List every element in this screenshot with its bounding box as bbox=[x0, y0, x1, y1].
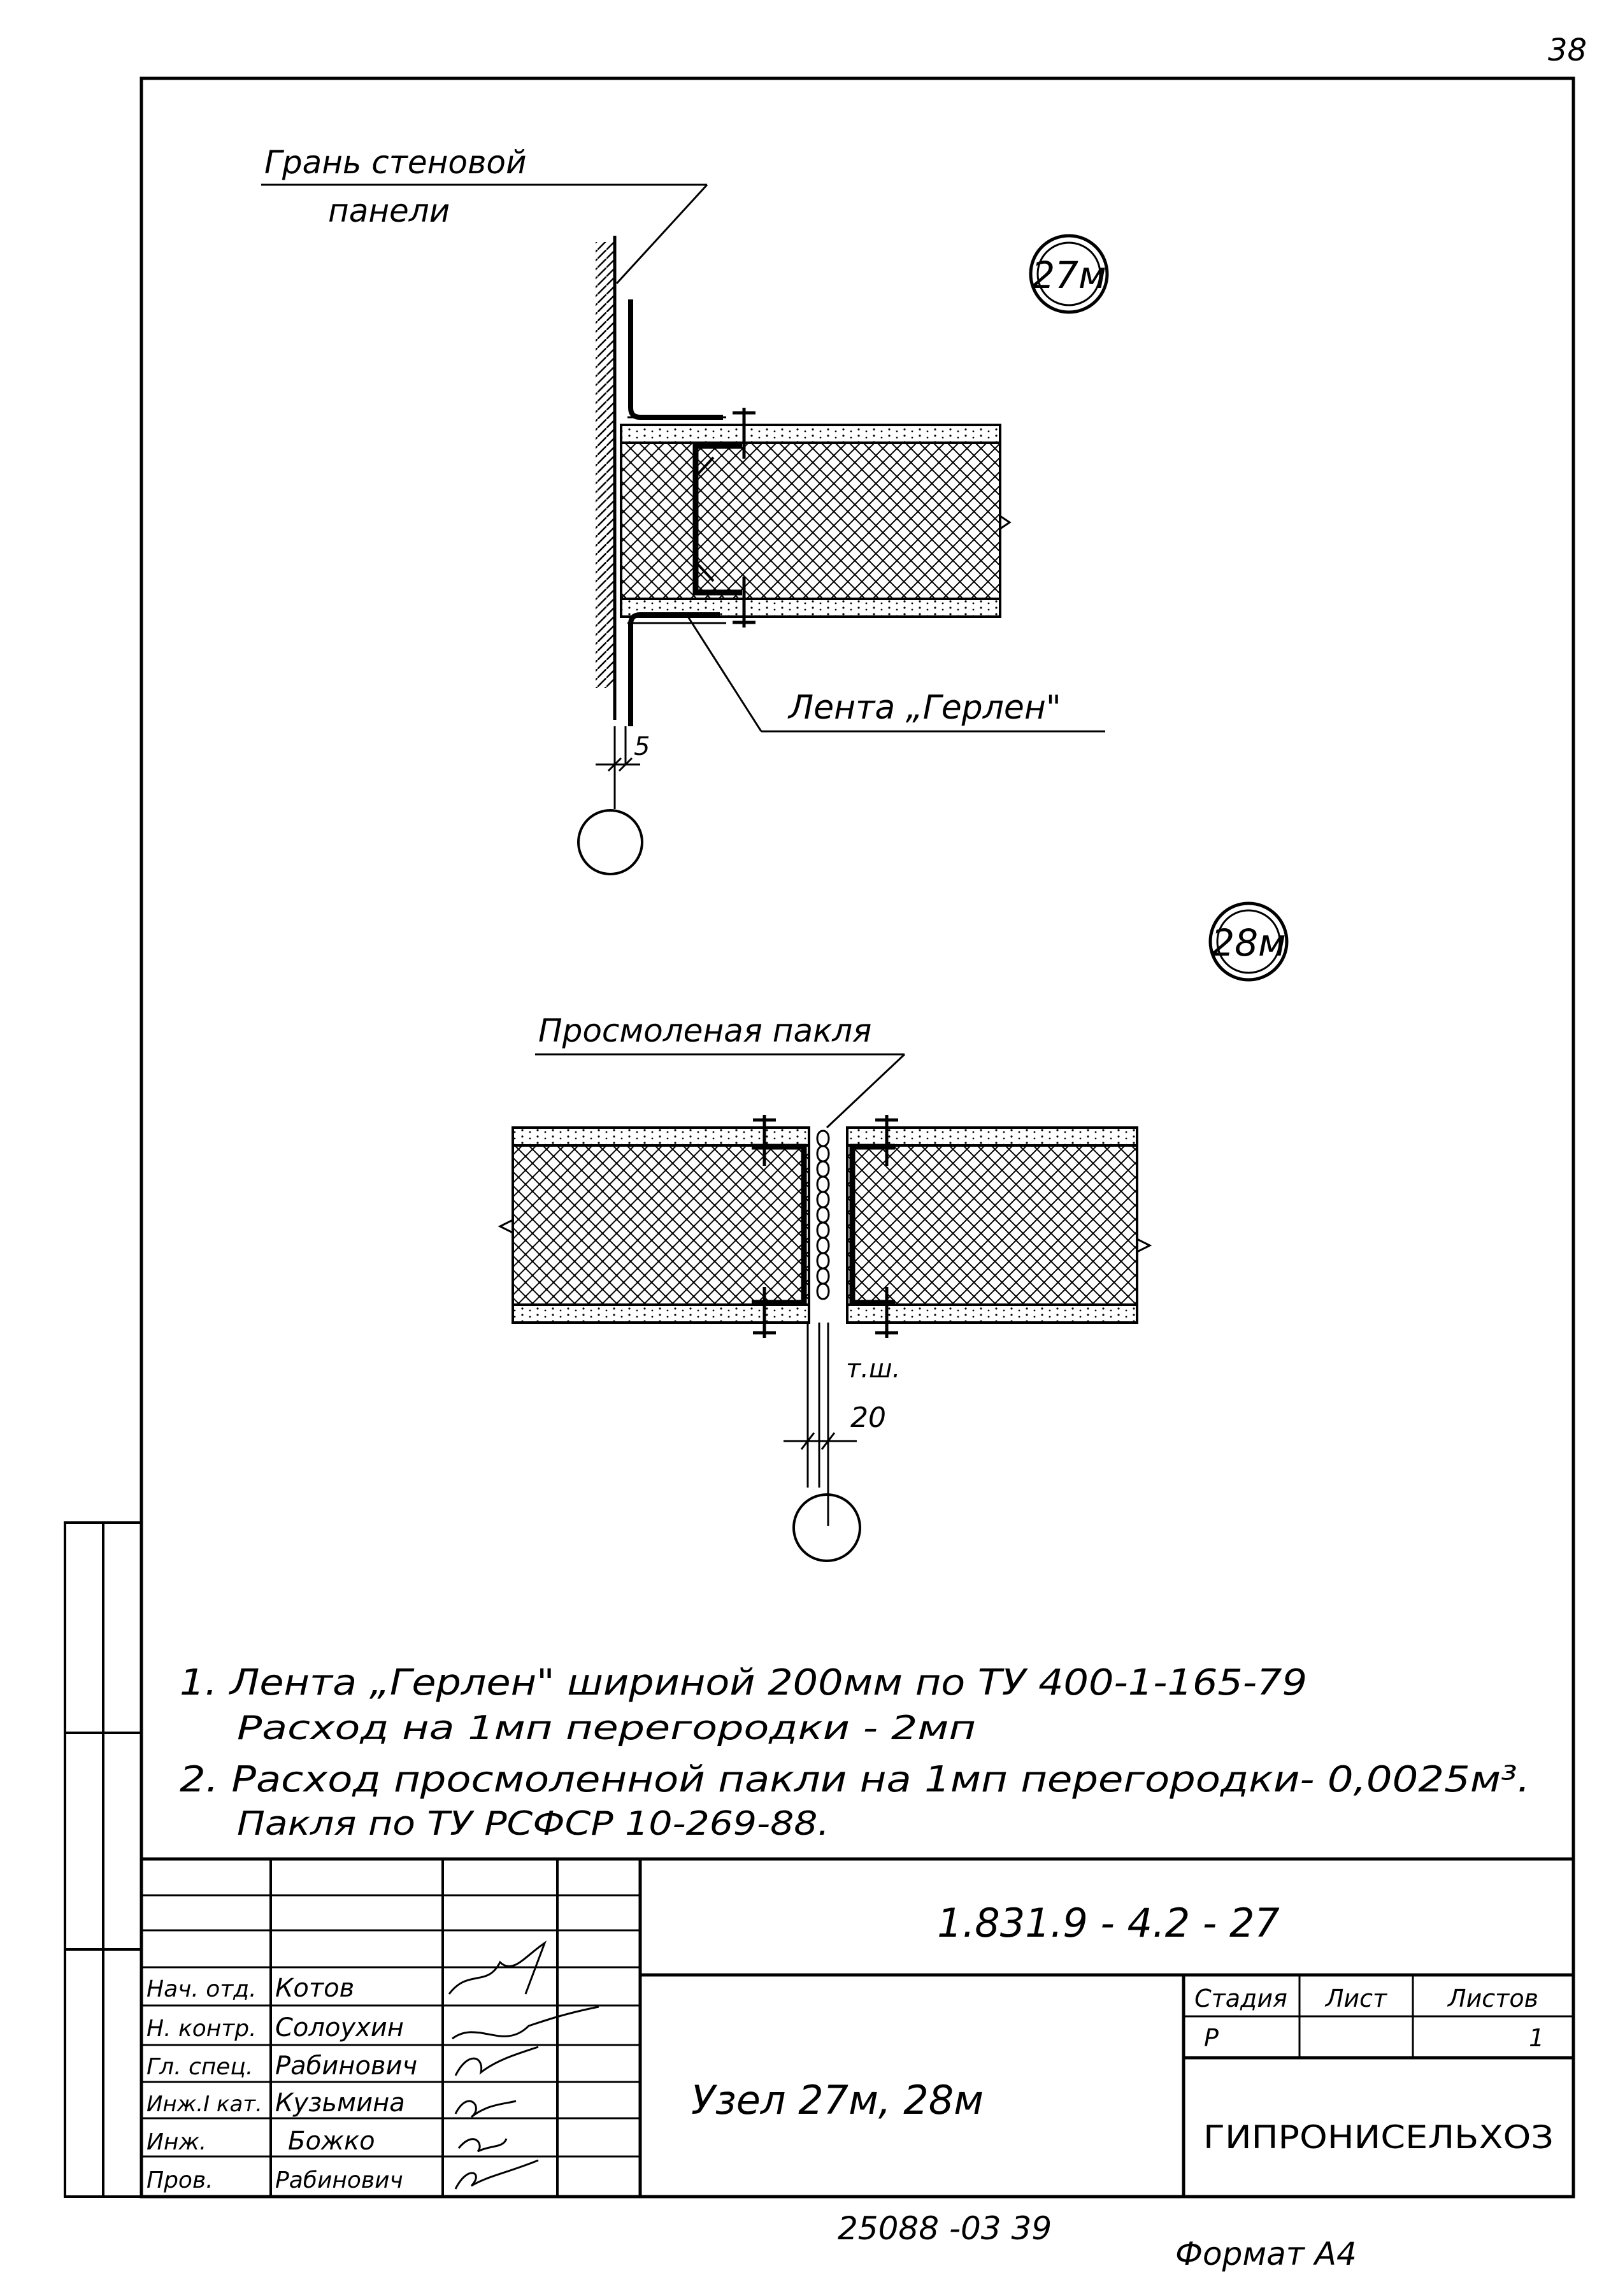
format-label: Формат А4 bbox=[1175, 2235, 1357, 2272]
marker-27m: 27м bbox=[1029, 234, 1109, 314]
screws bbox=[733, 408, 755, 628]
role-6: Пров. bbox=[147, 2167, 213, 2193]
name-4: Кузьмина bbox=[275, 2088, 405, 2118]
role-1: Нач. отд. bbox=[147, 1976, 257, 2002]
detail-27m: 27м Грань стеновой панели Лента bbox=[261, 144, 1109, 875]
wall-angle-bottom bbox=[628, 612, 720, 726]
organization: ГИПРОНИСЕЛЬХОЗ bbox=[1203, 2119, 1554, 2156]
notes: 1. Лента „Герлен" шириной 200мм по ТУ 40… bbox=[180, 1662, 1530, 1843]
stage-value: Р bbox=[1204, 2024, 1219, 2052]
sheets-header: Листов bbox=[1447, 1984, 1538, 2013]
role-5: Инж. bbox=[147, 2129, 206, 2155]
label-axis-tsh: т.ш. bbox=[846, 1354, 900, 1384]
sheets-value: 1 bbox=[1529, 2024, 1544, 2052]
name-1: Котов bbox=[275, 1974, 354, 2003]
panel-bottom-skin bbox=[620, 598, 1001, 618]
name-6: Рабинович bbox=[275, 2167, 403, 2193]
doc-code: 1.831.9 - 4.2 - 27 bbox=[937, 1900, 1280, 1946]
label-wall-face-2: панели bbox=[328, 192, 450, 229]
marker-28m: 28м bbox=[1208, 901, 1289, 982]
role-2: Н. контр. bbox=[147, 2016, 257, 2042]
sheet-frame bbox=[140, 76, 1575, 2199]
dim-5: 5 bbox=[634, 732, 650, 761]
label-oakum: Просмоленая пакля bbox=[538, 1012, 871, 1049]
title-block-text: 1.831.9 - 4.2 - 27 Узел 27м, 28м Стадия … bbox=[147, 1900, 1554, 2193]
side-binding-strip bbox=[64, 1521, 143, 2198]
note-2: 2. Расход просмоленной пакли на 1мп пере… bbox=[180, 1759, 1530, 1800]
inventory-number: 25088 -03 39 bbox=[838, 2210, 1052, 2247]
detail-28m: 28м Просмоленая пакля т. bbox=[498, 901, 1289, 1562]
wall-hatch bbox=[596, 242, 615, 688]
page-number: 38 bbox=[1548, 32, 1587, 68]
marker-28m-label: 28м bbox=[1211, 921, 1286, 965]
wall-angle-top bbox=[628, 299, 723, 420]
dim-20: 20 bbox=[850, 1402, 886, 1434]
axis-bubble-27 bbox=[577, 809, 643, 875]
label-wall-face-1: Грань стеновой bbox=[264, 144, 527, 181]
role-3: Гл. спец. bbox=[147, 2054, 253, 2080]
note-2-cont: Пакля по ТУ РСФСР 10-269-88. bbox=[237, 1805, 829, 1843]
panel-core bbox=[620, 441, 1001, 600]
marker-27m-label: 27м bbox=[1031, 254, 1106, 297]
sheet-header: Лист bbox=[1324, 1984, 1388, 2013]
signatures bbox=[448, 1941, 599, 2190]
note-1: 1. Лента „Герлен" шириной 200мм по ТУ 40… bbox=[180, 1662, 1307, 1704]
stage-header: Стадия bbox=[1194, 1984, 1287, 2013]
label-tape: Лента „Герлен" bbox=[787, 689, 1061, 727]
oakum-coils bbox=[822, 1130, 830, 1300]
title-block bbox=[141, 1857, 1573, 2197]
c-profile bbox=[692, 443, 742, 596]
note-1-cont: Расход на 1мп перегородки - 2мп bbox=[237, 1709, 976, 1747]
panel-top-skin bbox=[620, 424, 1001, 444]
drawing-title: Узел 27м, 28м bbox=[691, 2077, 984, 2123]
name-5: Божко bbox=[288, 2127, 375, 2156]
axis-bubble-28 bbox=[792, 1493, 861, 1562]
name-3: Рабинович bbox=[275, 2051, 417, 2081]
role-4: Инж.I кат. bbox=[147, 2092, 262, 2117]
panel-break-mark bbox=[999, 515, 1012, 530]
name-2: Солоухин bbox=[275, 2013, 404, 2042]
